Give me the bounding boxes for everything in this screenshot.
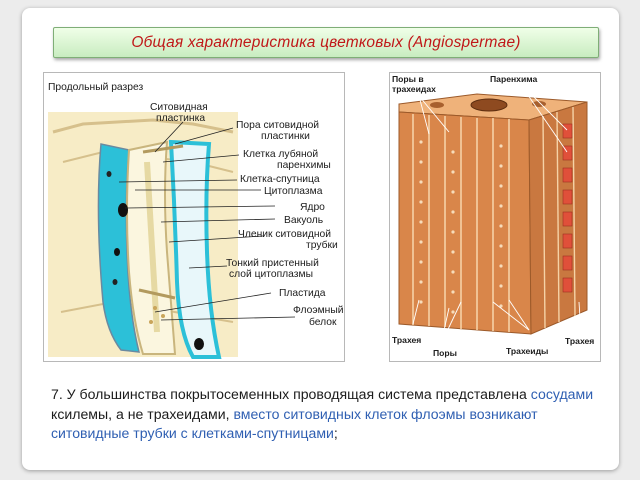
label-sieve-plate-pore-2: пластинки bbox=[261, 131, 310, 142]
label-cytoplasm: Цитоплазма bbox=[264, 186, 323, 197]
label-leader-lines bbox=[118, 121, 296, 321]
label-companion-cell: Клетка-спутница bbox=[240, 174, 320, 185]
label-sieve-plate: Ситовидная bbox=[150, 102, 208, 113]
caption-text-2: ксилемы, а не трахеидами, bbox=[51, 405, 234, 422]
label-tracheid-pits: Поры в bbox=[392, 74, 424, 84]
xylem-structure-figure: Поры в трахеидах Паренхима Трахея Поры Т… bbox=[389, 72, 601, 362]
label-nucleus: Ядро bbox=[300, 202, 325, 213]
label-phloem-parenchyma: Клетка лубяной bbox=[243, 148, 318, 160]
label-sieve-plate-pore: Пора ситовидной bbox=[236, 120, 319, 131]
label-vessel-right: Трахея bbox=[565, 336, 594, 346]
figure-heading: Продольный разрез bbox=[48, 82, 143, 93]
slide-caption: 7. У большинства покрытосеменных проводя… bbox=[51, 385, 611, 444]
label-sieve-plate-2: пластинка bbox=[156, 113, 205, 124]
label-parietal-cytoplasm: Тонкий пристенный bbox=[226, 258, 319, 269]
phloem-tissue-drawing bbox=[48, 112, 238, 359]
title-banner: Общая характеристика цветковых (Angiospe… bbox=[53, 27, 599, 58]
label-pits: Поры bbox=[433, 348, 457, 358]
caption-text-1: 7. У большинства покрытосеменных проводя… bbox=[51, 386, 531, 402]
label-vessel-left: Трахея bbox=[392, 335, 421, 345]
xylem-block-drawing bbox=[398, 93, 588, 335]
phloem-longitudinal-section-figure: Продольный разрез bbox=[43, 72, 345, 362]
label-vacuole: Вакуоль bbox=[284, 215, 323, 226]
caption-text-3: ; bbox=[333, 425, 338, 441]
slide-title: Общая характеристика цветковых (Angiospe… bbox=[131, 33, 521, 51]
caption-highlight-sieve-tubes: вместо ситовидных клеток флоэмы возникаю… bbox=[51, 405, 538, 442]
label-p-protein: Флоэмный bbox=[293, 305, 344, 316]
label-tracheids: Трахеиды bbox=[506, 346, 548, 356]
label-parietal-cytoplasm-2: слой цитоплазмы bbox=[229, 269, 313, 280]
label-sieve-tube-element: Членик ситовидной bbox=[238, 229, 331, 240]
label-tracheid-pits-2: трахеидах bbox=[392, 84, 436, 94]
caption-highlight-vessels: сосудами bbox=[530, 386, 594, 402]
xylem-leader-lines bbox=[412, 81, 582, 345]
label-plastid: Пластида bbox=[279, 288, 326, 299]
label-sieve-tube-element-2: трубки bbox=[306, 239, 338, 251]
label-parenchyma: Паренхима bbox=[490, 74, 537, 84]
label-phloem-parenchyma-2: паренхимы bbox=[277, 160, 331, 171]
label-p-protein-2: белок bbox=[309, 316, 337, 328]
